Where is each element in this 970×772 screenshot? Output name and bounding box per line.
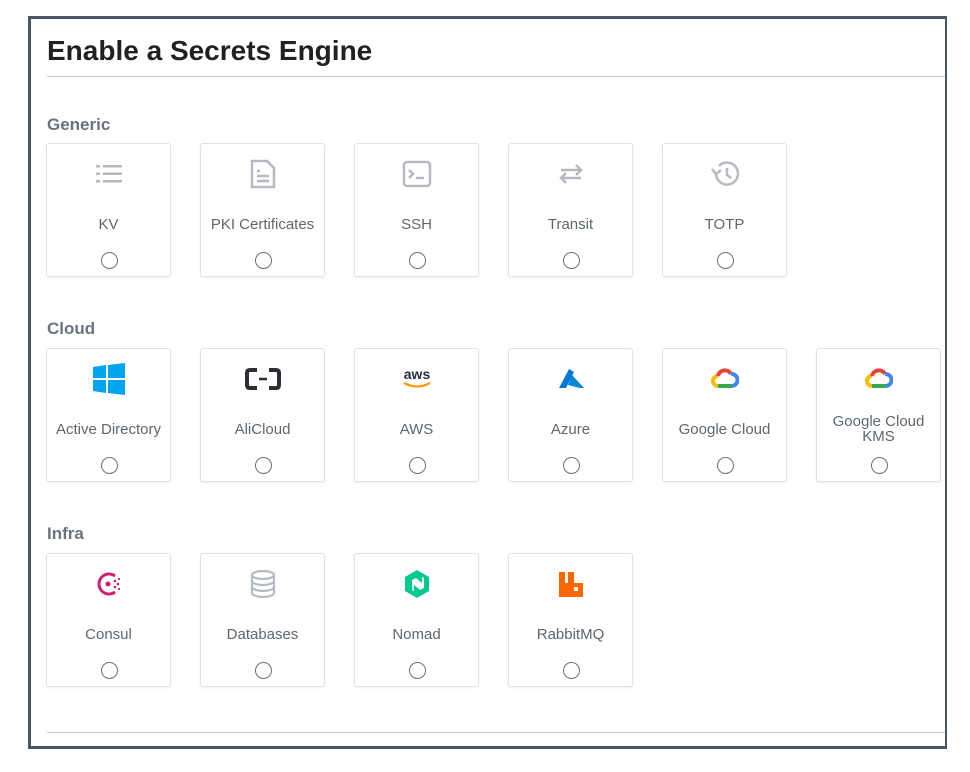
section-heading-generic: Generic bbox=[47, 115, 111, 134]
aws-logo-icon: aws bbox=[355, 363, 478, 395]
engine-label: RabbitMQ bbox=[536, 625, 605, 643]
engine-radio-alicloud[interactable] bbox=[255, 457, 272, 474]
arrows-exchange-icon bbox=[509, 158, 632, 190]
section-heading-infra: Infra bbox=[47, 524, 84, 543]
engine-radio-azure[interactable] bbox=[563, 457, 580, 474]
engine-radio-aws[interactable] bbox=[409, 457, 426, 474]
engine-card-pki-certificates[interactable]: PKI Certificates bbox=[200, 143, 325, 277]
list-icon bbox=[47, 158, 170, 190]
google-cloud-logo-icon bbox=[817, 363, 940, 395]
section-heading-cloud: Cloud bbox=[47, 319, 96, 338]
engine-radio-ssh[interactable] bbox=[409, 252, 426, 269]
engine-card-nomad[interactable]: Nomad bbox=[354, 553, 479, 687]
engine-radio-rabbitmq[interactable] bbox=[563, 662, 580, 679]
engine-grid-infra: Consul Databases Nomad RabbitMQ bbox=[46, 553, 633, 687]
engine-label: Google Cloud KMS bbox=[832, 413, 925, 445]
engine-radio-consul[interactable] bbox=[101, 662, 118, 679]
engine-label: Azure bbox=[550, 420, 591, 438]
consul-logo-icon bbox=[47, 568, 170, 600]
engine-label: Consul bbox=[85, 625, 132, 643]
page-title: Enable a Secrets Engine bbox=[47, 35, 373, 66]
engine-grid-generic: KV PKI Certificates SSH Transit TOTP bbox=[46, 143, 787, 277]
engine-label: Nomad bbox=[392, 625, 441, 643]
google-cloud-logo-icon bbox=[663, 363, 786, 395]
engine-card-ssh[interactable]: SSH bbox=[354, 143, 479, 277]
azure-logo-icon bbox=[509, 363, 632, 395]
engine-label: AWS bbox=[399, 420, 434, 438]
engine-radio-databases[interactable] bbox=[255, 662, 272, 679]
windows-logo-icon bbox=[47, 363, 170, 395]
divider bbox=[47, 76, 945, 77]
engine-label: Google Cloud bbox=[678, 420, 771, 438]
engine-card-consul[interactable]: Consul bbox=[46, 553, 171, 687]
divider bbox=[47, 732, 945, 733]
engine-radio-google-cloud[interactable] bbox=[717, 457, 734, 474]
history-icon bbox=[663, 158, 786, 190]
nomad-logo-icon bbox=[355, 568, 478, 600]
svg-text:aws: aws bbox=[403, 366, 430, 382]
engine-card-databases[interactable]: Databases bbox=[200, 553, 325, 687]
engine-radio-totp[interactable] bbox=[717, 252, 734, 269]
engine-card-kv[interactable]: KV bbox=[46, 143, 171, 277]
engine-radio-google-cloud-kms[interactable] bbox=[871, 457, 888, 474]
terminal-icon bbox=[355, 158, 478, 190]
file-text-icon bbox=[201, 158, 324, 190]
database-icon bbox=[201, 568, 324, 600]
engine-label: SSH bbox=[401, 215, 432, 233]
engine-label: TOTP bbox=[704, 215, 745, 233]
engine-card-totp[interactable]: TOTP bbox=[662, 143, 787, 277]
engine-card-google-cloud-kms[interactable]: Google Cloud KMS bbox=[816, 348, 941, 482]
engine-card-active-directory[interactable]: Active Directory bbox=[46, 348, 171, 482]
engine-card-alicloud[interactable]: AliCloud bbox=[200, 348, 325, 482]
rabbitmq-logo-icon bbox=[509, 568, 632, 600]
engine-radio-active-directory[interactable] bbox=[101, 457, 118, 474]
engine-radio-kv[interactable] bbox=[101, 252, 118, 269]
engine-label: Active Directory bbox=[55, 420, 162, 438]
engine-label: Transit bbox=[547, 215, 594, 233]
engine-label: KV bbox=[98, 215, 119, 233]
engine-label: Databases bbox=[226, 625, 299, 643]
engine-radio-transit[interactable] bbox=[563, 252, 580, 269]
engine-card-rabbitmq[interactable]: RabbitMQ bbox=[508, 553, 633, 687]
engine-card-transit[interactable]: Transit bbox=[508, 143, 633, 277]
engine-card-azure[interactable]: Azure bbox=[508, 348, 633, 482]
engine-radio-pki-certificates[interactable] bbox=[255, 252, 272, 269]
engine-card-google-cloud[interactable]: Google Cloud bbox=[662, 348, 787, 482]
engine-label: AliCloud bbox=[234, 420, 291, 438]
engine-label: PKI Certificates bbox=[210, 215, 315, 233]
engine-radio-nomad[interactable] bbox=[409, 662, 426, 679]
alicloud-logo-icon bbox=[201, 363, 324, 395]
